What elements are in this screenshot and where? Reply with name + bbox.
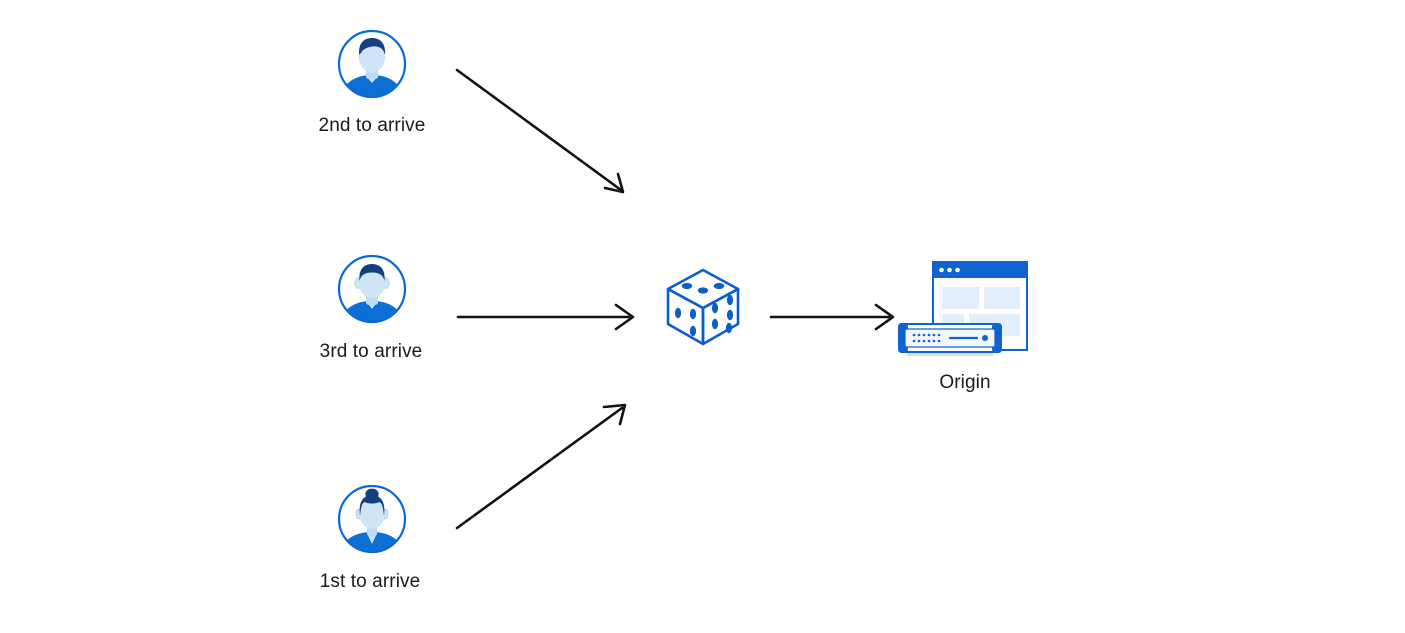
node-label-visitor-1st: 1st to arrive <box>319 571 421 592</box>
node-label-visitor-3rd: 3rd to arrive <box>319 341 423 362</box>
node-origin[interactable]: Origin <box>895 258 1035 393</box>
node-label-origin: Origin <box>939 372 991 393</box>
server-device-icon <box>898 323 1002 356</box>
avatar-male-ears-icon <box>337 254 407 324</box>
dice-icon <box>666 268 740 346</box>
avatar-female-bun-icon <box>337 484 407 554</box>
avatar-male-short-hair-icon <box>337 29 407 99</box>
node-visitor-2nd[interactable]: 2nd to arrive <box>319 29 425 136</box>
origin-server-browser-icon <box>898 261 1028 356</box>
arrow-3rd-to-dice <box>456 303 635 331</box>
arrow-dice-to-origin <box>769 303 895 331</box>
node-label-visitor-2nd: 2nd to arrive <box>318 115 426 136</box>
arrow-1st-to-dice <box>455 403 627 530</box>
node-visitor-3rd[interactable]: 3rd to arrive <box>320 254 422 362</box>
node-visitor-1st[interactable]: 1st to arrive <box>320 484 420 592</box>
node-randomizer[interactable] <box>662 266 744 348</box>
